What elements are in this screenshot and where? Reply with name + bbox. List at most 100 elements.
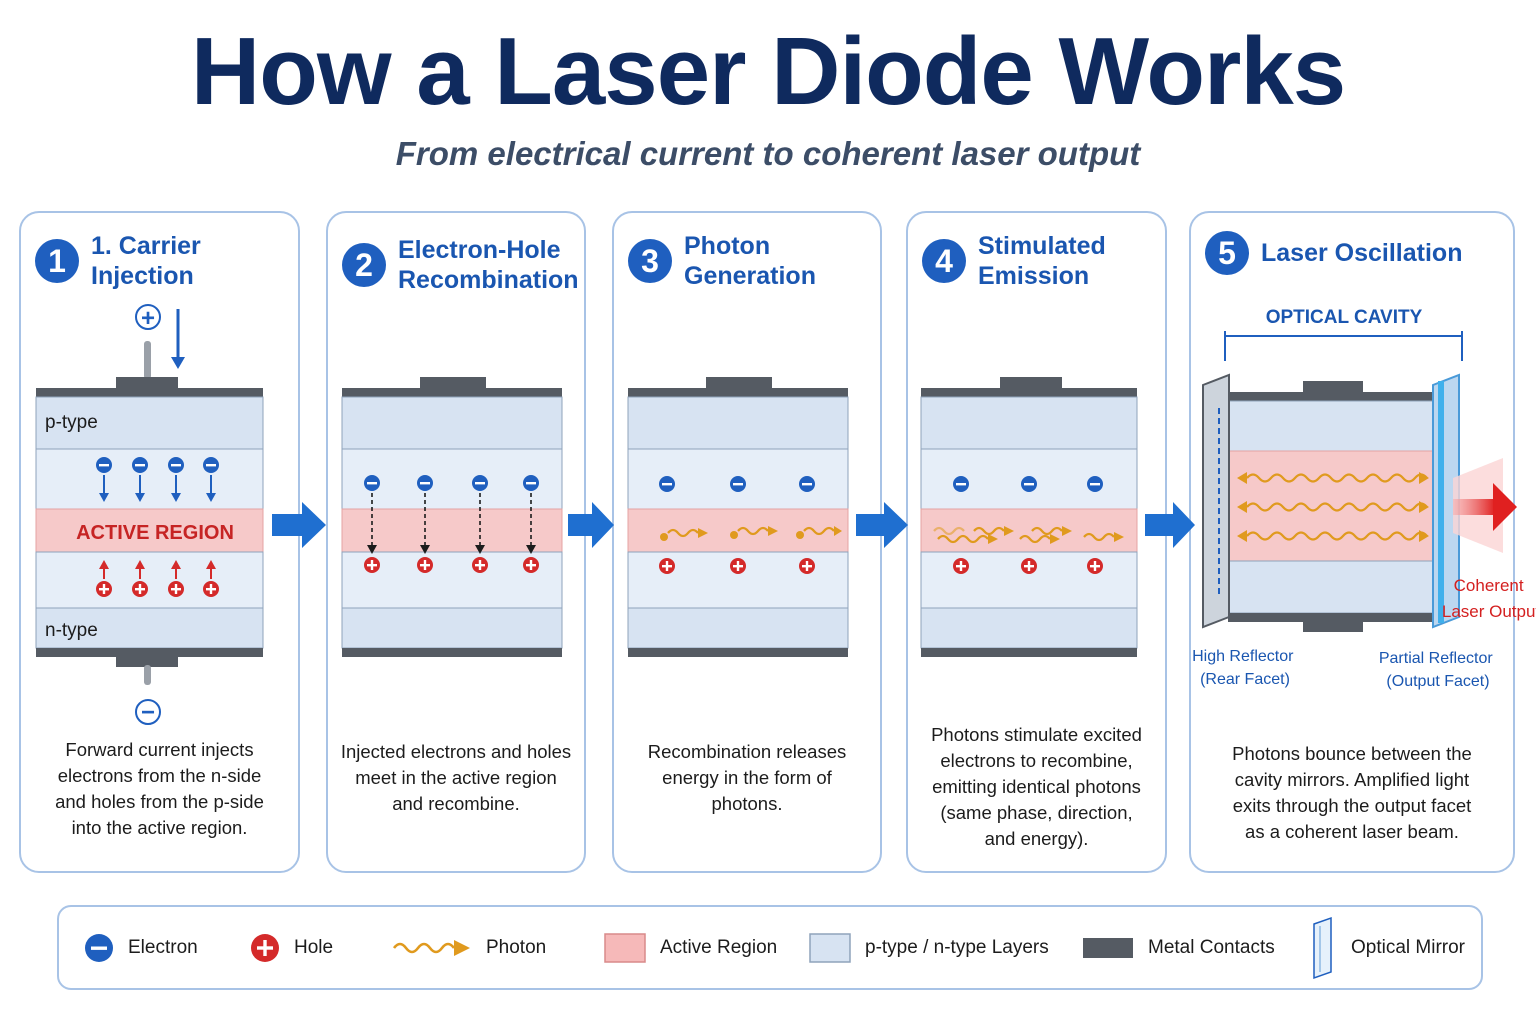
flow-arrow-icon (856, 502, 908, 548)
photon-generation-diagram (627, 377, 849, 657)
electron-hole-pair (472, 475, 488, 573)
top-metal-contact (1000, 377, 1062, 389)
hole-icon (953, 558, 969, 574)
photon-wave (1019, 534, 1051, 544)
electron-icon (799, 476, 815, 492)
photon-arrowhead (1237, 530, 1247, 542)
photon-arrowhead (988, 534, 998, 544)
photon-wave (1083, 532, 1115, 542)
n-type-layer (341, 607, 563, 649)
step-description: Recombination releases energy in the for… (647, 741, 847, 814)
step-title: 1. Carrier Injection (91, 232, 201, 290)
stimulated-emission-diagram (920, 377, 1138, 657)
photon-arrowhead (1062, 526, 1072, 536)
laser-beam (1453, 499, 1495, 515)
laser-oscillation-diagram: OPTICAL CAVITY (1192, 307, 1536, 690)
photon-icon (392, 939, 470, 956)
legend-label: p-type / n-type Layers (865, 936, 1049, 958)
electron-icon (203, 457, 219, 502)
bottom-metal-plate (1228, 613, 1434, 622)
high-reflector-label: High Reflector (Rear Facet) (1192, 648, 1298, 688)
legend-label: Active Region (660, 936, 778, 958)
step-panel-laser-oscillation: 5 Laser Oscillation OPTICAL CAVITY (1189, 211, 1536, 873)
active-region-label: ACTIVE REGION (76, 522, 234, 544)
legend-label: Optical Mirror (1351, 936, 1466, 958)
legend-item-hole: Hole (250, 907, 333, 988)
step-header: 2 Electron-Hole Recombination (342, 235, 579, 295)
p-type-layer (627, 396, 849, 450)
step-header: 1 1. Carrier Injection (35, 231, 298, 291)
top-metal-contact (706, 377, 772, 389)
legend-item-optical-mirror: Optical Mirror (1311, 907, 1465, 988)
legend-label: Metal Contacts (1148, 936, 1275, 958)
positive-terminal-sign: + (141, 305, 155, 332)
bottom-metal-plate (342, 648, 562, 657)
bottom-lead-wire (144, 665, 151, 685)
step-header: 3 Photon Generation (628, 231, 880, 291)
high-reflector-mirror-icon (1202, 373, 1230, 629)
top-metal-plate (921, 388, 1137, 397)
page-title: How a Laser Diode Works (190, 18, 1346, 125)
n-type-layer (35, 607, 264, 649)
legend-item-active-region: Active Region (604, 907, 777, 988)
hole-icon (168, 560, 184, 597)
electron-icon (132, 457, 148, 502)
legend: Electron Hole Photon Active Region p-typ… (57, 905, 1483, 990)
current-in-arrowhead (171, 357, 185, 369)
photon-arrowhead (1419, 501, 1429, 513)
step-panel-stimulated-emission: 4 Stimulated Emission (906, 211, 1167, 873)
bottom-metal-contact (1303, 622, 1363, 632)
top-metal-plate (342, 388, 562, 397)
n-type-layer (1227, 560, 1435, 614)
step-number-badge: 5 (1205, 231, 1249, 275)
step-panel-recombination: 2 Electron-Hole Recombination Injected e… (326, 211, 586, 873)
step-panel-carrier-injection: 1 1. Carrier Injection + − p-type ACTIVE… (19, 211, 300, 873)
holes (953, 558, 1103, 574)
electron-icon (168, 457, 184, 502)
photon-icon (730, 526, 778, 539)
stimulated-photons (933, 526, 1124, 544)
generated-photons (660, 526, 842, 541)
active-region-swatch-icon (604, 932, 646, 963)
n-type-label: n-type (45, 620, 98, 641)
optical-mirror-icon (1313, 916, 1332, 979)
oscillating-photons (1237, 472, 1429, 542)
n-type-layer (920, 607, 1138, 649)
p-side-layer (35, 448, 264, 510)
photon-icon (796, 526, 842, 539)
negative-terminal-sign: − (141, 699, 155, 726)
flow-arrow-icon (272, 502, 326, 548)
hole-icon (132, 560, 148, 597)
carrier-injection-diagram: + − p-type ACTIVE REGION n-type (35, 304, 264, 726)
positive-terminal-icon (135, 304, 161, 330)
bottom-metal-plate (36, 648, 263, 657)
step-title: Photon Generation (684, 232, 816, 290)
legend-item-electron: Electron (84, 907, 198, 988)
bottom-metal-plate (921, 648, 1137, 657)
electron-icon (96, 457, 112, 502)
injected-holes (96, 560, 219, 597)
hole-icon (251, 933, 279, 962)
electron-icon (953, 476, 969, 492)
hole-icon (1021, 558, 1037, 574)
photon-arrowhead (1237, 501, 1247, 513)
step-header: 4 Stimulated Emission (922, 231, 1165, 291)
p-type-label: p-type (45, 412, 98, 433)
hole-icon (203, 560, 219, 597)
flow-arrow-icon (1145, 502, 1195, 548)
legend-item-photon: Photon (392, 907, 546, 988)
active-region-layer (920, 508, 1138, 553)
holes (659, 558, 815, 574)
photon-arrowhead (1004, 526, 1014, 536)
hole-icon (799, 558, 815, 574)
step-description: Photons stimulate excited electrons to r… (931, 724, 1142, 849)
recombination-diagram (341, 377, 563, 657)
p-type-layer (35, 396, 264, 450)
photon-wave (1246, 473, 1428, 483)
negative-terminal-icon (135, 699, 161, 725)
step-description: Injected electrons and holes meet in the… (340, 741, 572, 814)
electron-icon (1087, 476, 1103, 492)
legend-label: Hole (294, 936, 334, 958)
top-metal-contact (1303, 381, 1363, 393)
p-type-layer (1227, 400, 1435, 452)
